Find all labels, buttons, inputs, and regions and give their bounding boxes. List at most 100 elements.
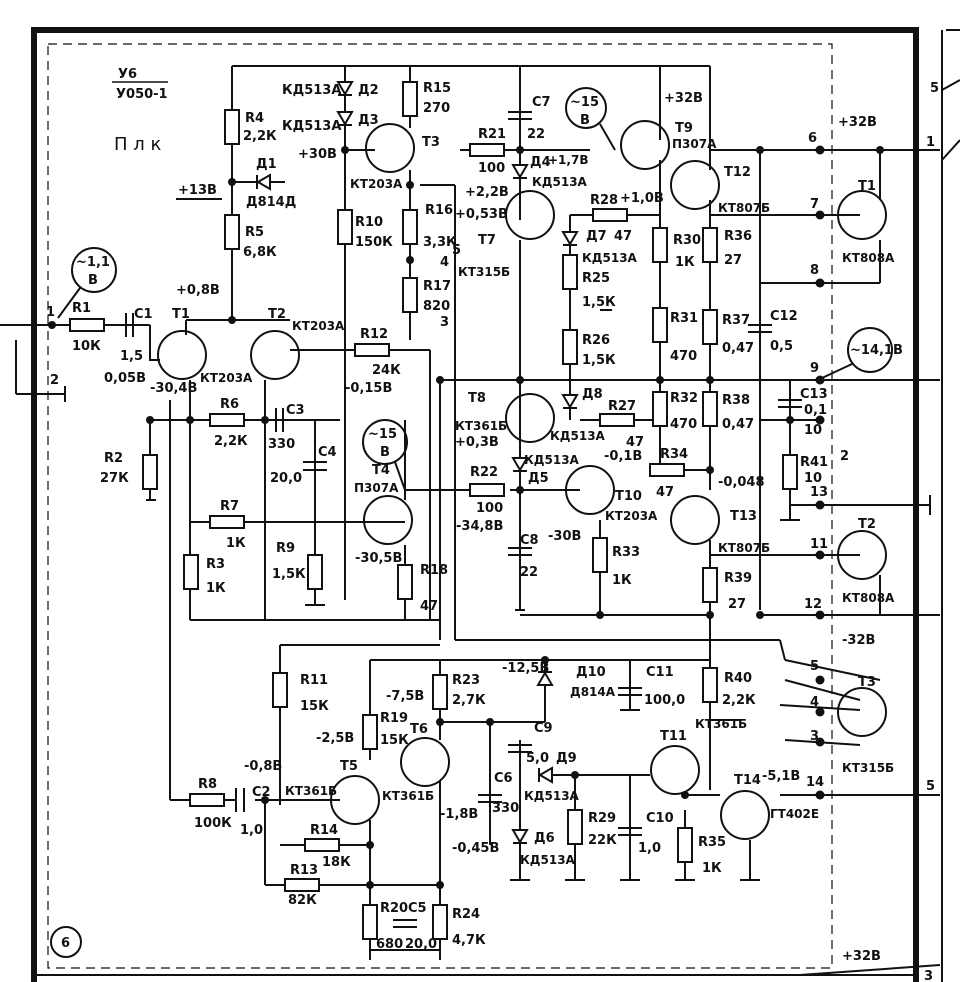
r37-value: 0,47 bbox=[722, 341, 754, 356]
v-053: +0,53В bbox=[455, 207, 508, 222]
v-22: +2,2В bbox=[465, 185, 509, 200]
c9-value: 5,0 bbox=[526, 751, 549, 766]
r14-ref: R14 bbox=[310, 823, 338, 838]
r38-value: 0,47 bbox=[722, 417, 754, 432]
t3-ref: T3 bbox=[422, 135, 440, 150]
c11-ref: C11 bbox=[646, 665, 674, 680]
d8-type: КД513А bbox=[550, 429, 606, 443]
t5-type: КТ361Б bbox=[285, 784, 337, 798]
r5-ref: R5 bbox=[245, 225, 264, 240]
t7-type: КТ315Б bbox=[458, 265, 510, 279]
pin-13: 13 bbox=[810, 485, 828, 500]
d9-ref: Д9 bbox=[556, 751, 577, 766]
c7-ref: C7 bbox=[532, 95, 551, 110]
c1-value: 1,5 bbox=[120, 349, 143, 364]
t6-type: КТ361Б bbox=[382, 789, 434, 803]
r17-ref: R17 bbox=[423, 279, 451, 294]
r23-ref: R23 bbox=[452, 673, 480, 688]
c6-value: 330 bbox=[492, 801, 519, 816]
page-mark: 6 bbox=[61, 936, 70, 951]
r33-value: 1К bbox=[612, 573, 632, 588]
c3-ref: C3 bbox=[286, 403, 305, 418]
pin-ext-3: 3 bbox=[810, 729, 819, 744]
v-m125: -12,5В bbox=[502, 661, 549, 676]
d6-ref: Д6 bbox=[534, 831, 555, 846]
diode-symbols bbox=[256, 81, 579, 844]
r39-value: 27 bbox=[728, 597, 746, 612]
c8-ref: C8 bbox=[520, 533, 539, 548]
r31-ref: R31 bbox=[670, 311, 698, 326]
ext-t3-type: КТ315Б bbox=[842, 761, 894, 775]
r15-value: 270 bbox=[423, 101, 450, 116]
r26-value: 1,5К bbox=[582, 353, 616, 368]
r15-ref: R15 bbox=[423, 81, 451, 96]
r41-ref: R41 bbox=[800, 455, 828, 470]
t5-ref: T5 bbox=[340, 759, 358, 774]
v-32-rail: +32В bbox=[838, 115, 877, 130]
r20-ref: R20 bbox=[380, 901, 408, 916]
t6-ref: T6 bbox=[410, 722, 428, 737]
d4-type: КД513А bbox=[532, 175, 588, 189]
pin-5: 5 bbox=[452, 243, 461, 258]
r34-ref: R34 bbox=[660, 447, 688, 462]
r30-ref: R30 bbox=[673, 233, 701, 248]
c4-ref: C4 bbox=[318, 445, 337, 460]
r13-ref: R13 bbox=[290, 863, 318, 878]
r12-value: 24К bbox=[372, 363, 401, 378]
probe-2-unit: В bbox=[580, 113, 590, 128]
resistor-bodies bbox=[69, 81, 798, 940]
probe-1-unit: В bbox=[88, 273, 98, 288]
r5-value: 6,8К bbox=[243, 245, 277, 260]
d6-type: КД513А bbox=[520, 853, 576, 867]
ext-t3-ref: T3 bbox=[858, 675, 876, 690]
c11-value: 100,0 bbox=[644, 693, 685, 708]
r32-value: 470 bbox=[670, 417, 697, 432]
v-m015: -0,15В bbox=[345, 381, 392, 396]
r28-ref: R28 bbox=[590, 193, 618, 208]
v-m30: -30В bbox=[548, 529, 581, 544]
t13-ref: T13 bbox=[730, 509, 757, 524]
t9-ref: T9 bbox=[675, 121, 693, 136]
transistor-symbols bbox=[157, 120, 887, 840]
c12-ref: C12 bbox=[770, 309, 798, 324]
v-m0048: -0,048 bbox=[718, 475, 765, 490]
pin-ext-1: 1 bbox=[926, 135, 935, 150]
v-m304: -30,4В bbox=[150, 381, 197, 396]
pin-ext-4: 4 bbox=[810, 695, 819, 710]
r6-ref: R6 bbox=[220, 397, 239, 412]
t12-type: КТ807Б bbox=[718, 201, 770, 215]
r11-ref: R11 bbox=[300, 673, 328, 688]
r36-ref: R36 bbox=[724, 229, 752, 244]
r6-value: 2,2К bbox=[214, 434, 248, 449]
r24-ref: R24 bbox=[452, 907, 480, 922]
r40-ref: R40 bbox=[724, 671, 752, 686]
pin-10: 10 bbox=[804, 423, 822, 438]
probe-3-unit: В bbox=[380, 445, 390, 460]
r35-value: 1К bbox=[702, 861, 722, 876]
t14-ref: T14 bbox=[734, 773, 761, 788]
r41-value: 10 bbox=[804, 471, 822, 486]
v-03: +0,3В bbox=[455, 435, 499, 450]
v-30: +30В bbox=[298, 147, 337, 162]
v-m348: -34,8В bbox=[456, 519, 503, 534]
r21-ref: R21 bbox=[478, 127, 506, 142]
r7-ref: R7 bbox=[220, 499, 239, 514]
t2-ref: T2 bbox=[268, 307, 286, 322]
c2-value: 1,0 bbox=[240, 823, 263, 838]
c12-value: 0,5 bbox=[770, 339, 793, 354]
c8-value: 22 bbox=[520, 565, 538, 580]
t8-type: КТ361Б bbox=[455, 419, 507, 433]
ext-t2-ref: T2 bbox=[858, 517, 876, 532]
c13-value: 0,1 bbox=[804, 403, 827, 418]
r18-value: 47 bbox=[420, 599, 438, 614]
probe-bubbles bbox=[50, 87, 893, 958]
pin-14: 14 bbox=[806, 775, 824, 790]
c7-value: 22 bbox=[527, 127, 545, 142]
t13-type: КТ807Б bbox=[718, 541, 770, 555]
r33-ref: R33 bbox=[612, 545, 640, 560]
r4-value: 2,2К bbox=[243, 129, 277, 144]
d7-type: КД513А bbox=[582, 251, 638, 265]
d8-ref: Д8 bbox=[582, 387, 603, 402]
pin-ext-5: 5 bbox=[810, 659, 819, 674]
